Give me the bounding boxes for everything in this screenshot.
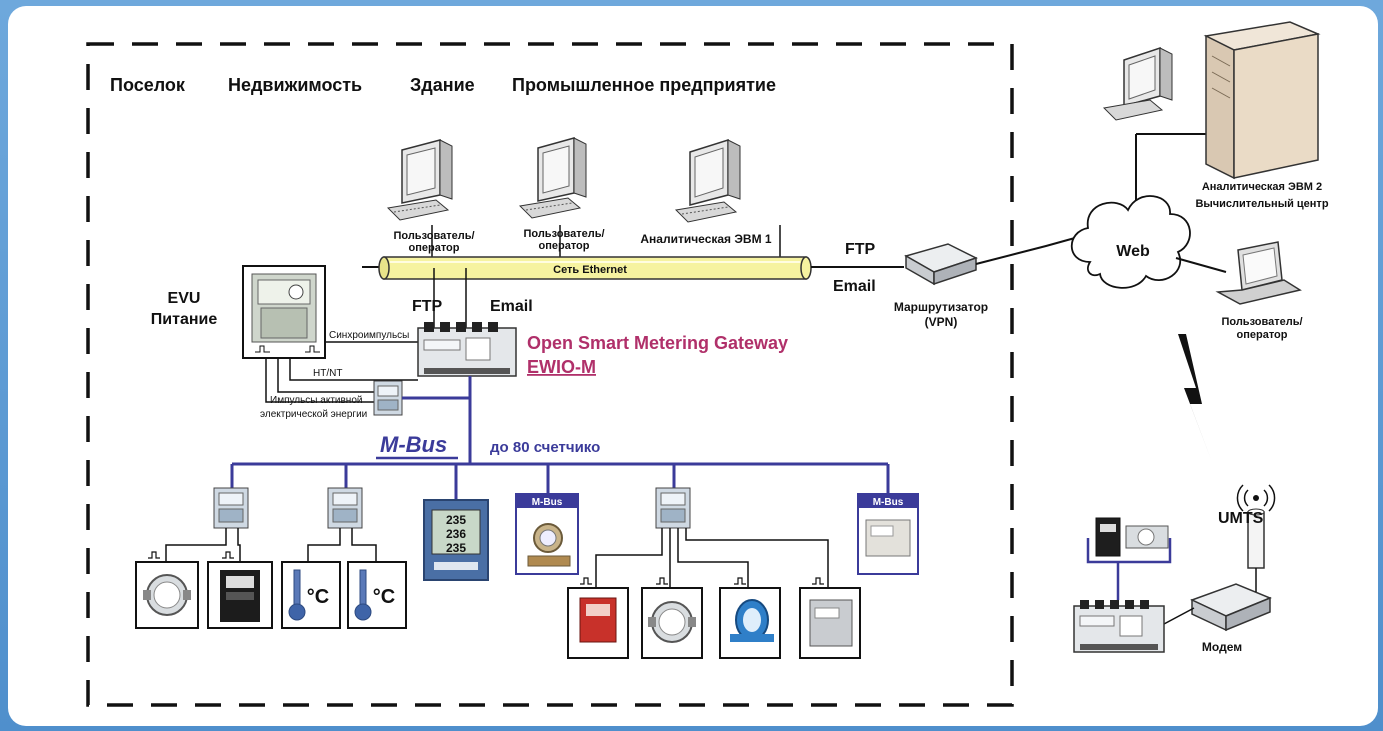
remote-mbus-line	[1086, 538, 1172, 564]
umts-label: UMTS	[1218, 510, 1264, 527]
workstation-3: Аналитическая ЭВМ 1	[640, 138, 781, 262]
gateway-to-modem-line	[1163, 607, 1195, 625]
router-device	[904, 243, 978, 286]
mbus-drops	[230, 464, 890, 500]
evu-meter	[242, 265, 326, 359]
workstation-1: Пользователь/ оператор	[386, 139, 475, 262]
workstation-1-label-line2: оператор	[409, 242, 460, 254]
adapter-1-wires	[165, 528, 241, 562]
mbus-logo: M-Bus	[376, 432, 458, 460]
evu-label-line1: EVU	[168, 290, 201, 307]
temperature-sensor-1: °C	[281, 561, 341, 629]
server-tower	[1203, 21, 1321, 180]
umts-antenna	[1236, 484, 1276, 569]
gateway-ftp-label: FTP	[412, 298, 443, 315]
temperature-unit-1: °C	[307, 586, 329, 608]
ethernet-bus	[378, 256, 812, 280]
header-real-estate: Недвижимость	[228, 75, 362, 95]
remote-gateway-device	[1073, 600, 1165, 653]
mbus-tag-2: M-Bus	[873, 497, 904, 508]
workstation-2: Пользователь/ оператор	[518, 137, 605, 262]
remote-water-meter	[1125, 525, 1169, 549]
operator-laptop	[1215, 241, 1302, 305]
heat-meter	[567, 587, 629, 659]
htnt-wire	[289, 358, 418, 381]
web-cloud: Web	[1070, 195, 1191, 289]
mbus-logo-text: M-Bus	[380, 432, 447, 457]
mbus-note: до 80 счетчико	[490, 439, 600, 456]
server-label-line1: Аналитическая ЭВМ 2	[1202, 181, 1322, 193]
router-ftp-label: FTP	[845, 241, 876, 258]
adapter-2-wires	[307, 528, 377, 562]
server-label-line2: Вычислительный центр	[1195, 198, 1328, 210]
electric-meter	[207, 561, 273, 629]
gateway-email-label: Email	[490, 298, 533, 315]
analyzer-reading-3: 235	[446, 541, 466, 555]
diagram-panel: Поселок Недвижимость Здание Промышленное…	[8, 6, 1378, 726]
temperature-unit-2: °C	[373, 586, 395, 608]
pulse-wire-1	[277, 358, 374, 393]
gas-meter	[799, 587, 861, 659]
pulse-wire-2	[265, 358, 374, 403]
router-label-line1: Маршрутизатор	[894, 300, 988, 314]
wireless-lightning-icon	[1178, 334, 1212, 462]
sync-pulse-label: Синхроимпульсы	[329, 330, 409, 341]
water-meter-1	[135, 561, 199, 629]
water-meter-blue	[719, 587, 781, 659]
web-to-laptop-line	[1175, 257, 1227, 273]
header-village: Поселок	[110, 75, 186, 95]
pulse-label-line1: Импульсы активной	[270, 395, 362, 406]
pulse-label-line2: электрической энергии	[260, 409, 367, 420]
workstation-2-label-line2: оператор	[539, 240, 590, 252]
pulse-adapter-2	[327, 487, 363, 529]
server-pc	[1102, 46, 1173, 121]
adapter-3-wires	[595, 528, 829, 588]
router-label-line2: (VPN)	[925, 315, 958, 329]
mbus-electric-meter: M-Bus	[857, 493, 919, 575]
header-industrial: Промышленное предприятие	[512, 75, 776, 95]
modem-label: Модем	[1202, 640, 1242, 654]
site-boundary	[86, 42, 1014, 707]
workstation-1-label-line1: Пользователь/	[393, 230, 474, 242]
pulse-glyphs	[148, 551, 824, 585]
gateway-device	[417, 322, 517, 377]
pulse-adapter-1	[213, 487, 249, 529]
htnt-label: HT/NT	[313, 368, 342, 379]
mbus-water-meter: M-Bus	[515, 493, 579, 575]
water-meter-2	[641, 587, 703, 659]
router-email-label: Email	[833, 278, 876, 295]
web-label: Web	[1116, 243, 1150, 260]
analyzer-reading-1: 235	[446, 513, 466, 527]
header-building: Здание	[410, 75, 475, 95]
pulse-adapter-3	[655, 487, 691, 529]
power-analyzer: 235 236 235	[423, 499, 489, 581]
router-to-web-line	[975, 235, 1083, 265]
pulse-adapter-evu	[373, 380, 403, 416]
system-diagram: Поселок Недвижимость Здание Промышленное…	[86, 21, 1329, 707]
remote-electric-meter	[1095, 517, 1121, 557]
gateway-model[interactable]: EWIO-M	[527, 357, 596, 377]
temperature-sensor-2: °C	[347, 561, 407, 629]
gateway-title: Open Smart Metering Gateway	[527, 333, 788, 353]
mbus-tag-1: M-Bus	[532, 497, 563, 508]
analyzer-reading-2: 236	[446, 527, 466, 541]
evu-label-line2: Питание	[151, 311, 218, 328]
laptop-label-line1: Пользователь/	[1221, 316, 1302, 328]
ethernet-label: Сеть Ethernet	[553, 264, 627, 276]
laptop-label-line2: оператор	[1237, 329, 1288, 341]
workstation-3-label: Аналитическая ЭВМ 1	[640, 232, 772, 246]
workstation-2-label-line1: Пользователь/	[523, 228, 604, 240]
modem-device	[1190, 583, 1272, 632]
